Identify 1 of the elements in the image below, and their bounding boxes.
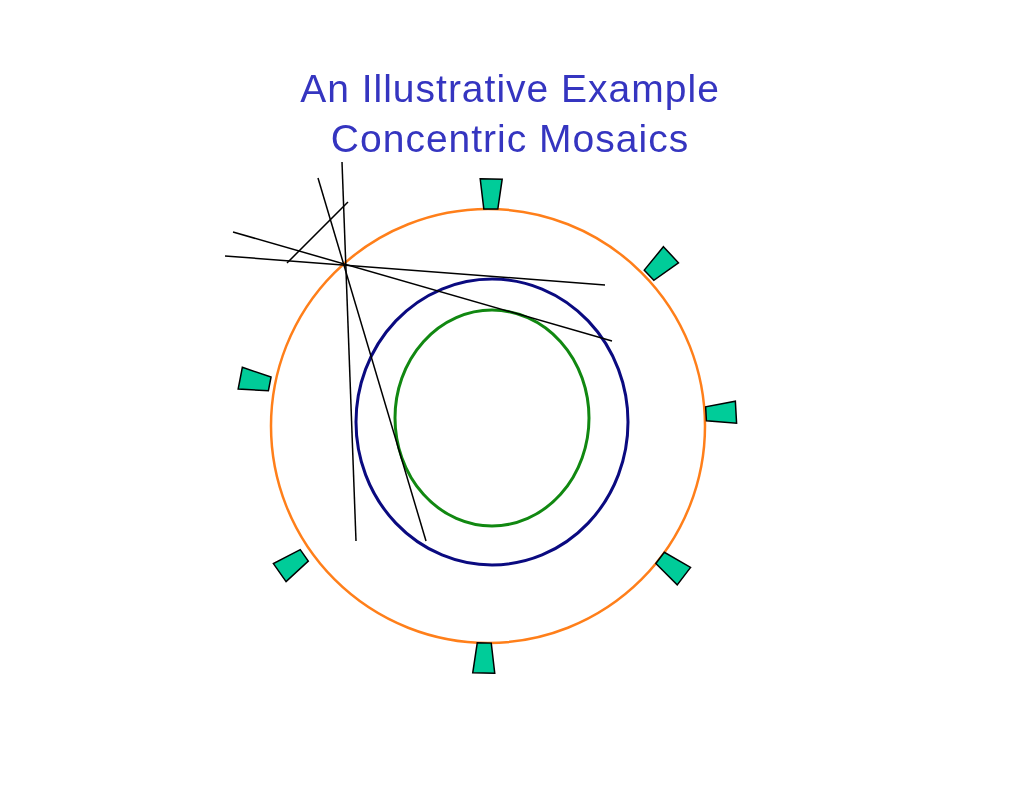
title: An Illustrative Example Concentric Mosaics [299, 66, 721, 162]
